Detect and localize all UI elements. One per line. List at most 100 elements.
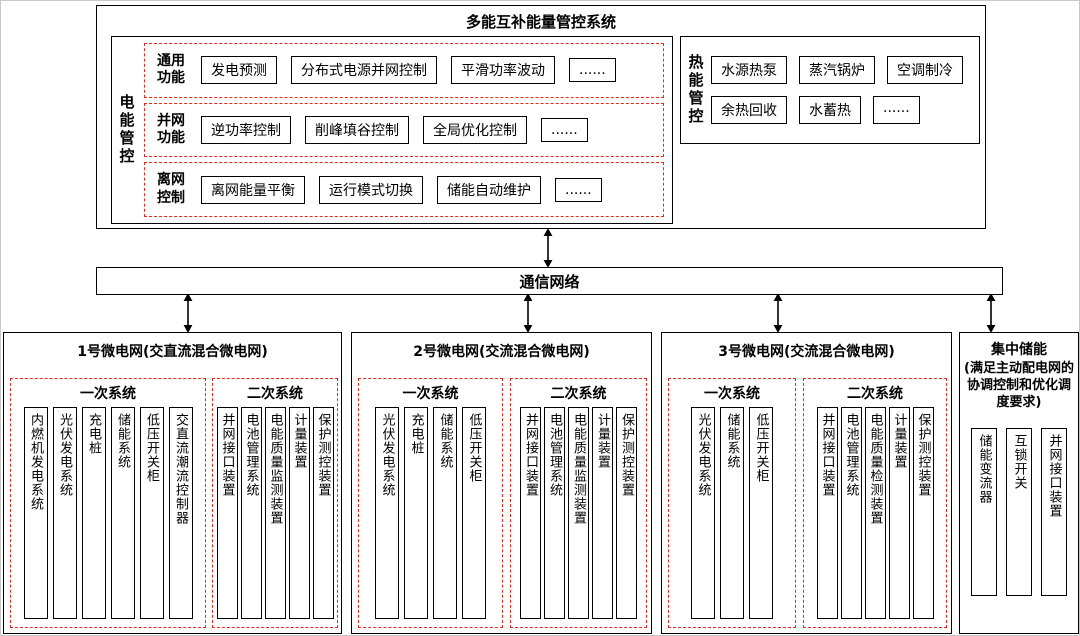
function-row-offgrid: 离网控制 离网能量平衡 运行模式切换 储能自动维护 ......	[144, 162, 664, 218]
secondary-system-label: 二次系统	[847, 386, 903, 402]
device-label: 计量装置	[891, 413, 907, 469]
device-column: 互锁开关	[1006, 427, 1032, 596]
thermal-item: 空调制冷	[887, 56, 963, 84]
device-label: 保护测控装置	[915, 413, 931, 497]
microgrid-3-secondary-group: 二次系统 并网接口装置 电池管理系统 电能质量检测装置 计量装置 保护测控装置	[803, 378, 947, 628]
device-label: 充电桩	[86, 413, 101, 455]
device-columns: 并网接口装置 电池管理系统 电能质量检测装置 计量装置 保护测控装置	[804, 405, 946, 627]
function-item: 全局优化控制	[423, 116, 527, 144]
device-label: 储能变流器	[976, 433, 992, 504]
device-columns: 并网接口装置 电池管理系统 电能质量监测装置 计量装置 保护测控装置	[511, 405, 646, 627]
device-label: 并网接口装置	[219, 413, 235, 497]
microgrid-3-title: 3号微电网(交流混合微电网)	[718, 344, 895, 360]
microgrid-1-secondary-group: 二次系统 并网接口装置 电池管理系统 电能质量监测装置 计量装置 保护测控装置	[212, 378, 338, 628]
thermal-side-label-text: 热能管控	[686, 54, 705, 126]
device-column: 充电桩	[404, 407, 428, 619]
primary-system-label: 一次系统	[402, 386, 459, 402]
device-label: 电能质量监测装置	[267, 413, 283, 525]
device-column: 并网接口装置	[520, 407, 541, 619]
microgrid-3-box: 3号微电网(交流混合微电网) 一次系统 光伏发电系统 储能系统 低压开关柜 二次…	[661, 332, 952, 634]
device-column: 并网接口装置	[816, 407, 838, 619]
device-column: 并网接口装置	[1041, 427, 1067, 596]
central-storage-subtitle: (满足主动配电网的协调控制和优化调度要求)	[964, 361, 1074, 410]
device-column: 充电桩	[81, 407, 106, 619]
device-column: 交直流潮流控制器	[168, 407, 193, 619]
device-label: 互锁开关	[1011, 433, 1027, 490]
device-column: 电能质量检测装置	[864, 407, 886, 619]
microgrid-1-title: 1号微电网(交直流混合微电网)	[77, 344, 268, 360]
device-columns: 储能变流器 互锁开关 并网接口装置	[960, 427, 1078, 596]
device-label: 低压开关柜	[753, 413, 769, 483]
device-column: 计量装置	[288, 407, 310, 619]
device-label: 光伏发电系统	[57, 413, 72, 497]
device-label: 低压开关柜	[144, 413, 159, 483]
device-label: 电池管理系统	[843, 413, 859, 497]
microgrid-3-primary-group: 一次系统 光伏发电系统 储能系统 低压开关柜	[668, 378, 796, 628]
device-column: 电池管理系统	[544, 407, 565, 619]
device-label: 内燃机发电系统	[28, 413, 43, 511]
microgrid-2-primary-group: 一次系统 光伏发电系统 充电桩 储能系统 低压开关柜	[358, 378, 503, 628]
thermal-row: 余热回收 水蓄热 ......	[711, 96, 969, 124]
device-columns: 光伏发电系统 储能系统 低压开关柜	[669, 405, 795, 627]
function-row-grid: 并网功能 逆功率控制 削峰填谷控制 全局优化控制 ......	[144, 102, 664, 158]
device-column: 光伏发电系统	[375, 407, 399, 619]
device-label: 交直流潮流控制器	[173, 413, 188, 525]
double-arrow-icon	[181, 293, 195, 337]
device-label: 储能系统	[437, 413, 453, 469]
device-label: 保护测控装置	[315, 413, 331, 497]
function-item: 逆功率控制	[201, 116, 291, 144]
microgrid-2-secondary-group: 二次系统 并网接口装置 电池管理系统 电能质量监测装置 计量装置 保护测控装置	[510, 378, 647, 628]
device-columns: 光伏发电系统 充电桩 储能系统 低压开关柜	[359, 405, 502, 627]
electric-rows: 通用功能 发电预测 分布式电源并网控制 平滑功率波动 ...... 并网功能 逆…	[142, 37, 672, 223]
device-label: 电池管理系统	[243, 413, 259, 497]
ems-title: 多能互补能量管控系统	[465, 13, 616, 31]
device-label: 电能质量监测装置	[571, 413, 586, 525]
device-column: 电能质量监测装置	[568, 407, 589, 619]
function-item-more: ......	[555, 177, 602, 202]
secondary-system-label: 二次系统	[550, 386, 607, 402]
device-columns: 并网接口装置 电池管理系统 电能质量监测装置 计量装置 保护测控装置	[213, 405, 337, 627]
device-column: 电池管理系统	[240, 407, 262, 619]
function-row-general: 通用功能 发电预测 分布式电源并网控制 平滑功率波动 ......	[144, 43, 664, 98]
device-label: 并网接口装置	[1046, 433, 1062, 518]
electric-side-label: 电能管控	[112, 37, 142, 223]
device-column: 计量装置	[888, 407, 910, 619]
microgrid-2-box: 2号微电网(交流混合微电网) 一次系统 光伏发电系统 充电桩 储能系统 低压开关…	[351, 332, 652, 634]
function-item-more: ......	[541, 118, 588, 142]
device-column: 保护测控装置	[312, 407, 334, 619]
function-item: 平滑功率波动	[451, 56, 555, 85]
device-column: 保护测控装置	[912, 407, 934, 619]
function-item: 离网能量平衡	[201, 175, 305, 204]
thermal-item: 水蓄热	[799, 96, 861, 124]
device-label: 电能质量检测装置	[867, 413, 883, 525]
device-column: 储能变流器	[971, 427, 997, 596]
double-arrow-icon	[984, 293, 998, 337]
thermal-item: 蒸汽锅炉	[799, 56, 875, 84]
central-storage-title: 集中储能	[991, 342, 1047, 358]
row-label: 通用功能	[157, 52, 185, 87]
function-item: 分布式电源并网控制	[291, 56, 437, 85]
function-item: 运行模式切换	[319, 175, 423, 204]
thermal-rows: 水源热泵 蒸汽锅炉 空调制冷 余热回收 水蓄热 ......	[711, 37, 979, 143]
thermal-item: 余热回收	[711, 96, 787, 124]
device-label: 并网接口装置	[523, 413, 538, 497]
device-column: 储能系统	[433, 407, 457, 619]
function-item: 储能自动维护	[437, 175, 541, 204]
device-label: 储能系统	[115, 413, 130, 469]
device-column: 低压开关柜	[749, 407, 773, 619]
microgrid-1-primary-group: 一次系统 内燃机发电系统 光伏发电系统 充电桩 储能系统 低压开关柜 交直流潮流…	[10, 378, 206, 628]
device-column: 并网接口装置	[216, 407, 238, 619]
ems-box: 多能互补能量管控系统 电能管控 通用功能 发电预测 分布式电源并网控制 平滑功率…	[96, 5, 986, 229]
device-column: 低压开关柜	[462, 407, 486, 619]
primary-system-label: 一次系统	[80, 386, 136, 402]
thermal-panel: 热能管控 水源热泵 蒸汽锅炉 空调制冷 余热回收 水蓄热 ......	[680, 36, 980, 144]
device-column: 电能质量监测装置	[264, 407, 286, 619]
function-item: 削峰填谷控制	[305, 116, 409, 144]
double-arrow-icon	[521, 293, 535, 337]
device-label: 充电桩	[408, 413, 424, 455]
primary-system-label: 一次系统	[704, 386, 760, 402]
device-column: 内燃机发电系统	[23, 407, 48, 619]
device-column: 储能系统	[110, 407, 135, 619]
thermal-item-more: ......	[873, 96, 920, 124]
device-label: 光伏发电系统	[379, 413, 395, 497]
